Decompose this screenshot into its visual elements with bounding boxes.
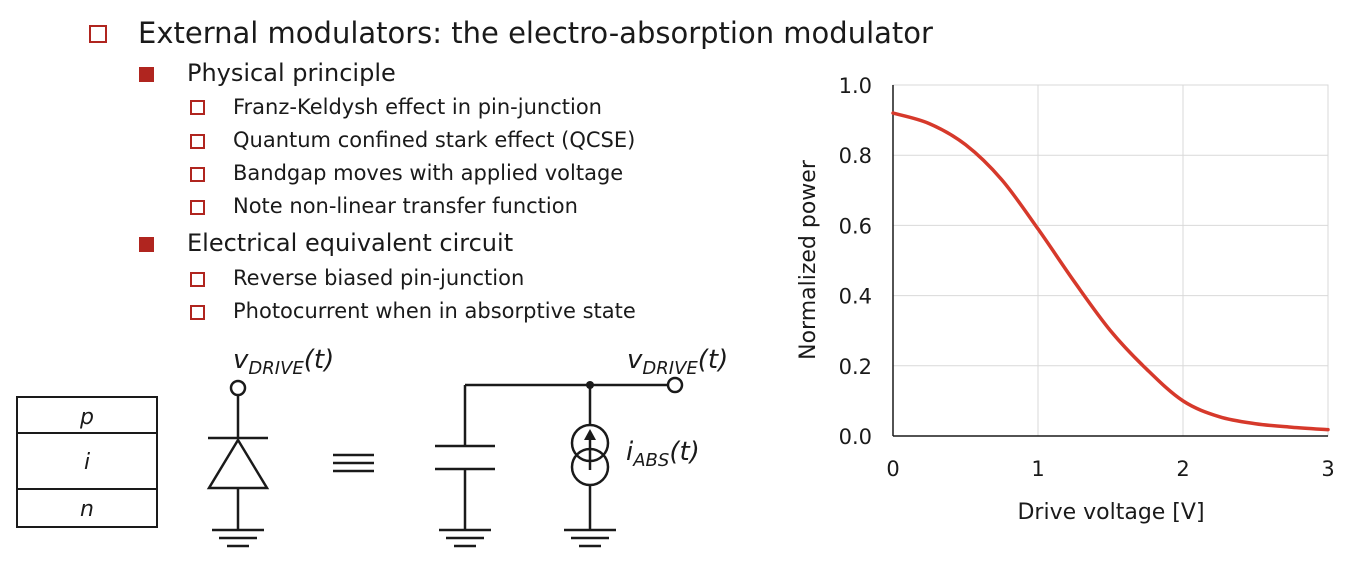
sub-bullet-icon <box>190 167 205 182</box>
series-line <box>891 111 1330 432</box>
arrow-up-icon <box>584 429 596 440</box>
y-tick-label: 0.8 <box>839 144 872 168</box>
circuit-node-label: vDRIVE(t) <box>627 345 728 379</box>
ground-icon <box>212 528 264 548</box>
ground-icon <box>439 528 491 548</box>
x-tick-labels: 0 1 2 3 <box>886 457 1334 481</box>
chart-grid <box>893 85 1328 436</box>
sub-bullet-text: Franz-Keldysh effect in pin-junction <box>233 95 602 119</box>
y-tick-label: 0.2 <box>839 355 872 379</box>
sub-bullet-icon <box>190 134 205 149</box>
sub-bullet-icon <box>190 272 205 287</box>
y-tick-label: 0.6 <box>839 214 872 238</box>
sub-bullet-text: Bandgap moves with applied voltage <box>233 161 624 185</box>
pin-layer-stack <box>16 396 158 528</box>
junction-dot <box>586 381 594 389</box>
section-heading: Electrical equivalent circuit <box>187 229 514 257</box>
slide-title: External modulators: the electro-absorpt… <box>138 16 933 50</box>
layer-label-p: p <box>79 405 94 430</box>
diode-symbol <box>206 379 270 530</box>
sub-bullet-icon <box>190 200 205 215</box>
sub-bullet-icon <box>190 100 205 115</box>
x-tick-label: 2 <box>1176 457 1189 481</box>
section-bullet-icon <box>139 237 154 252</box>
y-tick-labels: 0.0 0.2 0.4 0.6 0.8 1.0 <box>839 74 872 449</box>
ground-icon <box>564 528 616 548</box>
section-heading: Physical principle <box>187 59 396 87</box>
equivalence-symbol <box>333 453 374 473</box>
title-bullet-icon <box>89 25 107 43</box>
y-tick-label: 0.0 <box>839 425 872 449</box>
y-tick-label: 1.0 <box>839 74 872 98</box>
x-tick-label: 0 <box>886 457 899 481</box>
plot-frame <box>892 84 1329 437</box>
sub-bullet-text: Reverse biased pin-junction <box>233 266 525 290</box>
transfer-function-chart: 0.0 0.2 0.4 0.6 0.8 1.0 0 1 2 3 Drive voltage [V… <box>796 74 1335 525</box>
diode-node-label: vDRIVE(t) <box>233 345 334 379</box>
equivalent-circuit <box>435 376 684 530</box>
x-tick-label: 3 <box>1321 457 1334 481</box>
data-series <box>891 111 1330 432</box>
x-tick-label: 1 <box>1031 457 1044 481</box>
sub-bullet-icon <box>190 305 205 320</box>
section-bullet-icon <box>139 67 154 82</box>
y-axis-label: Normalized power <box>796 159 821 360</box>
sub-bullet-text: Note non-linear transfer function <box>233 194 578 218</box>
sub-bullet-text: Quantum confined stark effect (QCSE) <box>233 128 636 152</box>
layer-label-i: i <box>84 450 90 475</box>
y-tick-label: 0.4 <box>839 285 872 309</box>
circuit-diagram: p i n vDRIVE(t) <box>16 345 728 548</box>
x-axis-label: Drive voltage [V] <box>1017 500 1204 525</box>
sub-bullet-text: Photocurrent when in absorptive state <box>233 299 636 323</box>
layer-label-n: n <box>80 497 94 522</box>
current-source-label: iABS(t) <box>626 437 700 471</box>
